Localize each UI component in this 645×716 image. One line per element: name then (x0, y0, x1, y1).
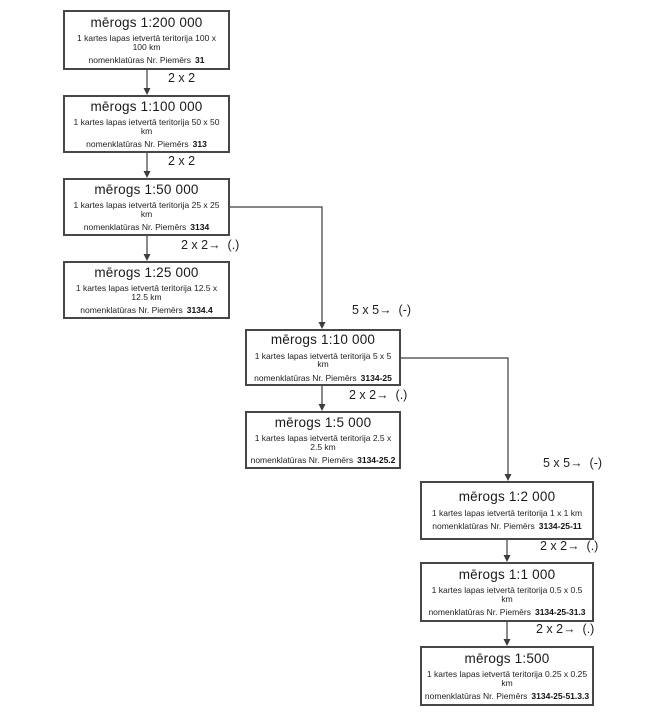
territory-text: 1 kartes lapas ietvertā teritorija 5 x 5… (254, 350, 392, 369)
arrowhead (503, 639, 511, 646)
scale-box-1-1000: mērogs 1:1 000 1 kartes lapas ietvertā t… (420, 562, 594, 622)
scale-box-1-5000: mērogs 1:5 000 1 kartes lapas ietvertā t… (245, 411, 401, 469)
elbow-10k-2k (400, 357, 509, 474)
nomenclature-number: 3134.4 (186, 305, 213, 315)
scale-title: mērogs 1:100 000 (90, 98, 203, 114)
scale-title: mērogs 1:1 000 (458, 566, 556, 582)
scale-title: mērogs 1:10 000 (270, 332, 376, 347)
scale-title: mērogs 1:5 000 (274, 414, 372, 430)
nomenclature-number: 3134-25-11 (538, 521, 582, 532)
territory-text: 1 kartes lapas ietvertā teritorija 25 x … (73, 200, 220, 219)
nomenclature-number: 3134-25 (360, 372, 392, 383)
connector-label-2x2: 2 x 2 (168, 71, 196, 85)
arrowhead (318, 404, 326, 411)
nomenclature-number: 31 (195, 55, 205, 65)
scale-title: mērogs 1:50 000 (94, 181, 199, 197)
scale-box-1-500: mērogs 1:500 1 kartes lapas ietvertā ter… (420, 646, 594, 706)
nomenclature-number: 3134-25.2 (357, 455, 396, 465)
scale-title: mērogs 1:200 000 (90, 14, 203, 30)
nomenclature-number: 313 (192, 139, 207, 149)
connector-label-2x2-dot: 2 x 2→ (.) (536, 622, 595, 636)
arrowhead (318, 322, 326, 329)
territory-text: 1 kartes lapas ietvertā teritorija 12.5 … (75, 283, 218, 302)
connector-label-5x5-dash: 5 x 5→ (-) (352, 303, 412, 317)
arrowhead (143, 171, 151, 178)
territory-text: 1 kartes lapas ietvertā teritorija 2.5 x… (254, 433, 392, 452)
connector-label-2x2-dot: 2 x 2→ (.) (349, 388, 408, 402)
arrowhead (143, 88, 151, 95)
scale-box-1-100000: mērogs 1:100 000 1 kartes lapas ietvertā… (63, 95, 230, 153)
connector-label-5x5-dash: 5 x 5→ (-) (543, 456, 603, 470)
connector-label-2x2-dot: 2 x 2→ (.) (181, 238, 240, 252)
elbow-50k-10k (230, 206, 323, 322)
scale-box-1-10000: mērogs 1:10 000 1 kartes lapas ietvertā … (245, 329, 401, 386)
scale-title: mērogs 1:500 (464, 650, 550, 666)
connector-label-2x2-dot: 2 x 2→ (.) (540, 539, 599, 553)
territory-text: 1 kartes lapas ietvertā teritorija 0.25 … (426, 669, 588, 688)
territory-text: 1 kartes lapas ietvertā teritorija 0.5 x… (431, 585, 583, 604)
nomenclature-number: 3134 (190, 222, 210, 232)
scale-title: mērogs 1:2 000 (458, 489, 556, 505)
connector-label-2x2: 2 x 2 (168, 154, 196, 168)
arrowhead (504, 474, 512, 481)
scale-title: mērogs 1:25 000 (94, 264, 199, 280)
nomenclature-number: 3134-25-51.3.3 (531, 691, 590, 701)
territory-text: 1 kartes lapas ietvertā teritorija 100 x… (77, 33, 216, 52)
scale-box-1-2000: mērogs 1:2 000 1 kartes lapas ietvertā t… (420, 481, 594, 540)
scale-box-1-50000: mērogs 1:50 000 1 kartes lapas ietvertā … (63, 178, 230, 236)
arrowhead (503, 555, 511, 562)
territory-text: 1 kartes lapas ietvertā teritorija 50 x … (73, 117, 220, 136)
arrowhead (143, 254, 151, 261)
nomenclature-number: 3134-25-31.3 (534, 607, 586, 617)
scale-box-1-25000: mērogs 1:25 000 1 kartes lapas ietvertā … (63, 261, 230, 319)
scale-box-1-200000: mērogs 1:200 000 1 kartes lapas ietvertā… (63, 10, 230, 70)
territory-text: 1 kartes lapas ietvertā teritorija 1 x 1… (431, 507, 583, 518)
